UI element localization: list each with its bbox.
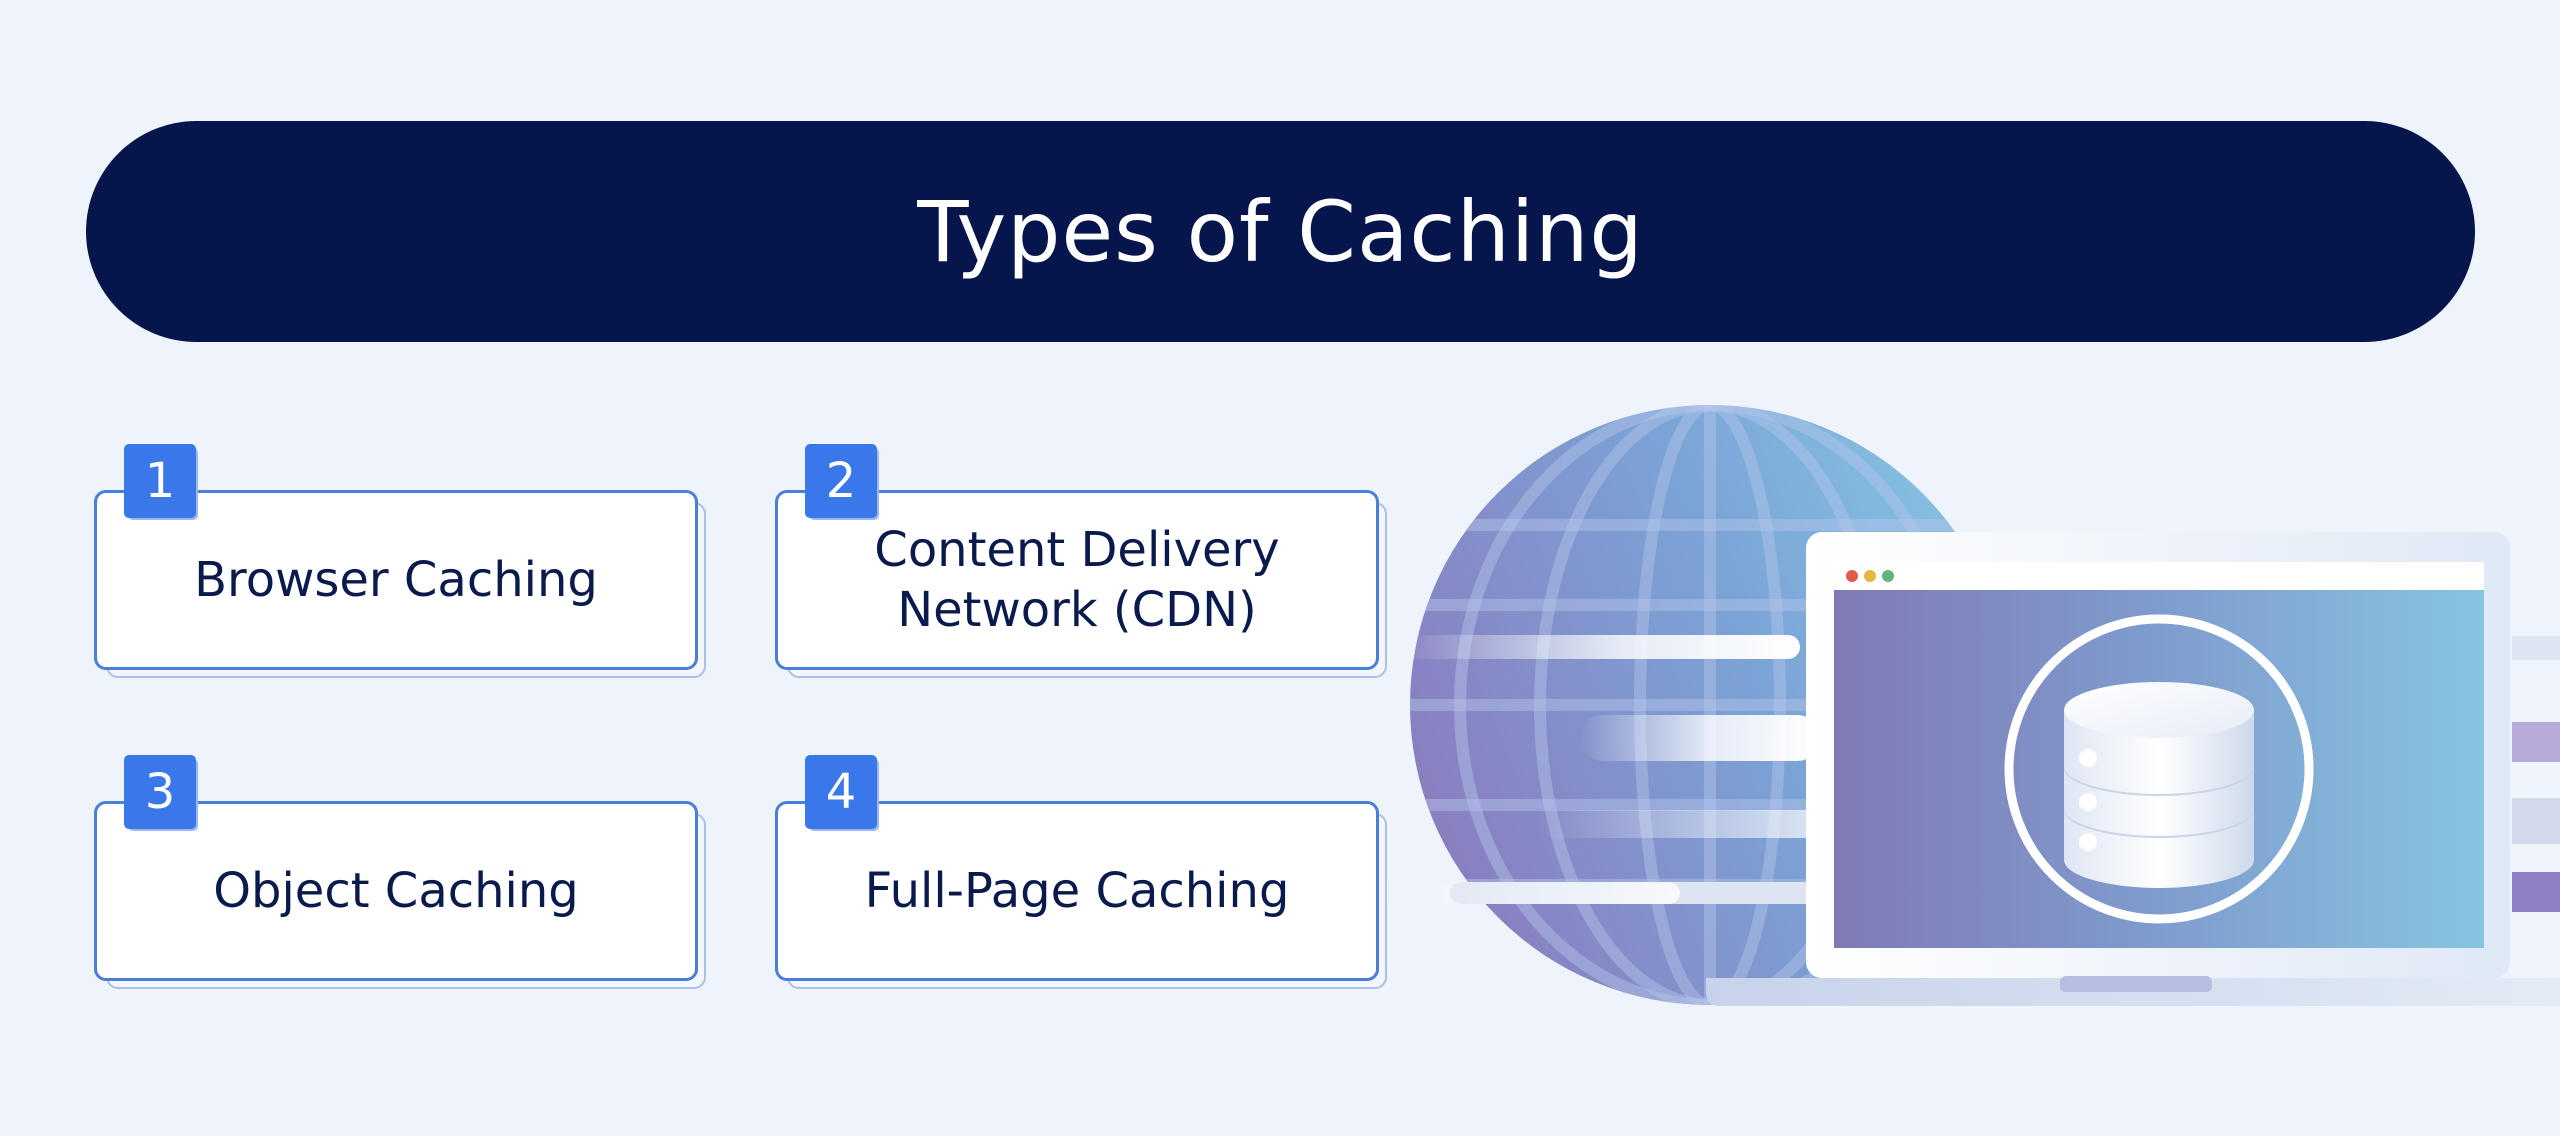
cache-type-card-browser: Browser Caching 1 xyxy=(94,444,706,678)
badge-number: 4 xyxy=(805,755,877,829)
side-bars xyxy=(2512,636,2560,912)
cache-type-card-object: Object Caching 3 xyxy=(94,755,706,989)
title-banner: Types of Caching xyxy=(86,121,2475,342)
number-badge: 4 xyxy=(805,755,879,831)
card-label: Full-Page Caching xyxy=(864,863,1290,919)
card-body: Full-Page Caching xyxy=(775,801,1379,981)
card-label: Content Delivery Network (CDN) xyxy=(874,522,1280,638)
page-title: Types of Caching xyxy=(917,182,1644,281)
card-body: Object Caching xyxy=(94,801,698,981)
card-body: Browser Caching xyxy=(94,490,698,670)
badge-number: 3 xyxy=(124,755,196,829)
speed-lines xyxy=(1380,635,1850,904)
card-label: Object Caching xyxy=(213,863,579,919)
database-icon xyxy=(2004,614,2314,924)
number-badge: 1 xyxy=(124,444,198,520)
cache-type-card-full-page: Full-Page Caching 4 xyxy=(775,755,1387,989)
cache-type-card-cdn: Content Delivery Network (CDN) 2 xyxy=(775,444,1387,678)
badge-number: 1 xyxy=(124,444,196,518)
number-badge: 2 xyxy=(805,444,879,520)
badge-number: 2 xyxy=(805,444,877,518)
number-badge: 3 xyxy=(124,755,198,831)
caching-illustration xyxy=(1380,405,2560,1006)
card-label: Browser Caching xyxy=(194,552,598,608)
card-body: Content Delivery Network (CDN) xyxy=(775,490,1379,670)
